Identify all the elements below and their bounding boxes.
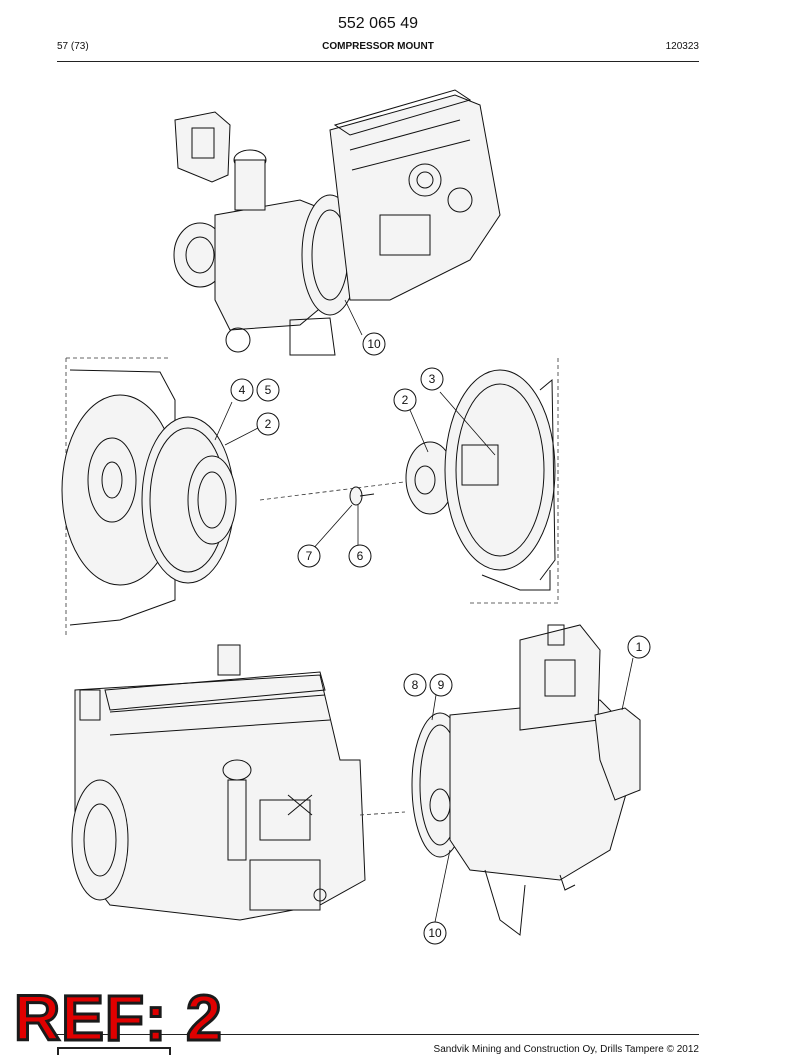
callout-2-right[interactable]: 2 xyxy=(393,388,417,412)
logo-icon xyxy=(57,1047,171,1055)
svg-text:4: 4 xyxy=(239,383,246,397)
callout-8[interactable]: 8 xyxy=(403,673,427,697)
callout-10-top[interactable]: 10 xyxy=(362,332,386,356)
bottom-engine-illustration xyxy=(71,644,406,921)
svg-text:2: 2 xyxy=(402,393,409,407)
svg-text:3: 3 xyxy=(429,372,436,386)
callout-9[interactable]: 9 xyxy=(429,673,453,697)
bottom-compressor-illustration xyxy=(411,624,641,936)
callout-10-bottom[interactable]: 10 xyxy=(423,921,447,945)
callout-6[interactable]: 6 xyxy=(348,544,372,568)
svg-text:1: 1 xyxy=(636,640,643,654)
svg-text:2: 2 xyxy=(265,417,272,431)
callout-4[interactable]: 4 xyxy=(230,378,254,402)
callout-2-left[interactable]: 2 xyxy=(256,412,280,436)
ref-stamp: REF: 2 xyxy=(13,982,224,1054)
footer-divider xyxy=(57,1034,699,1035)
copyright-text: Sandvik Mining and Construction Oy, Dril… xyxy=(433,1044,699,1055)
svg-text:10: 10 xyxy=(367,337,381,351)
callout-7[interactable]: 7 xyxy=(297,544,321,568)
svg-text:6: 6 xyxy=(357,549,364,563)
svg-text:10: 10 xyxy=(428,926,442,940)
top-assembly-illustration xyxy=(173,89,501,356)
document-number: 552 065 49 xyxy=(337,15,419,32)
svg-text:7: 7 xyxy=(306,549,313,563)
middle-exploded-illustration xyxy=(61,357,559,635)
header-divider xyxy=(57,61,699,62)
revision-number: 120323 xyxy=(665,41,699,52)
svg-text:5: 5 xyxy=(265,383,272,397)
svg-text:8: 8 xyxy=(412,678,419,692)
svg-text:9: 9 xyxy=(438,678,445,692)
callout-3[interactable]: 3 xyxy=(420,367,444,391)
callout-1[interactable]: 1 xyxy=(627,635,651,659)
page-title: COMPRESSOR MOUNT xyxy=(322,41,434,52)
callout-5[interactable]: 5 xyxy=(256,378,280,402)
page-count: 57 (73) xyxy=(57,41,89,52)
